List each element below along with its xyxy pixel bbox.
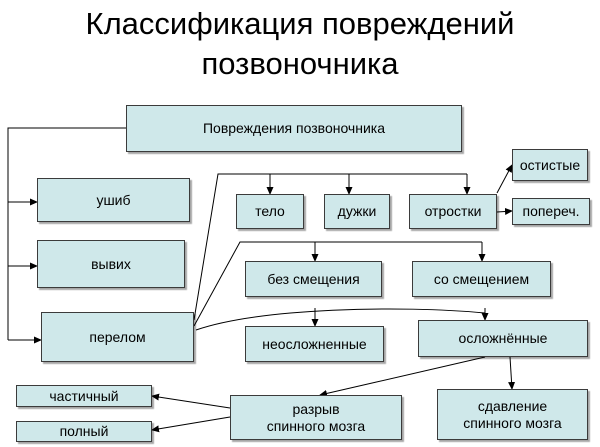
connector-to-complete xyxy=(151,416,231,433)
node-arches-label: дужки xyxy=(337,203,377,219)
title-line-1: Классификация повреждений xyxy=(85,6,515,41)
node-root-label: Повреждения позвоночника xyxy=(202,120,385,136)
connector-fracture-location xyxy=(193,173,467,321)
node-body: тело xyxy=(236,194,304,229)
node-uncomplicated: неосложненные xyxy=(245,326,384,362)
title-line-2: позвоночника xyxy=(201,46,399,81)
connector-fracture-complication xyxy=(195,308,486,331)
node-fracture: перелом xyxy=(41,312,194,362)
node-with-displacement-label: со смещением xyxy=(433,270,530,287)
node-rupture: разрыв спинного мозга xyxy=(230,395,402,440)
node-spinous-label: остистые xyxy=(519,156,581,173)
node-fracture-label: перелом xyxy=(89,328,146,345)
node-partial-label: частичный xyxy=(49,387,119,404)
node-rupture-label-line-1: разрыв xyxy=(292,400,340,417)
node-complicated-label: осложнённые xyxy=(458,330,548,346)
node-dislocation: вывих xyxy=(37,240,185,288)
node-compression-label-line-1: сдавление xyxy=(477,397,548,414)
connector-fracture-displacement xyxy=(193,241,482,327)
node-dislocation-label: вывих xyxy=(91,255,131,272)
node-spinous: остистые xyxy=(512,149,588,181)
node-complete-label: полный xyxy=(59,423,109,439)
node-body-label: тело xyxy=(255,203,285,219)
node-complicated: осложнённые xyxy=(418,320,588,357)
node-rupture-label-line-2: спинного мозга xyxy=(266,417,366,434)
connector-to-partial xyxy=(151,393,231,409)
node-processes: отростки xyxy=(409,194,497,229)
node-uncomplicated-label: неосложненные xyxy=(262,335,367,352)
node-contusion-label: ушиб xyxy=(96,191,131,208)
node-processes-label: отростки xyxy=(424,203,482,219)
node-contusion: ушиб xyxy=(37,178,190,222)
node-no-displacement: без смещения xyxy=(245,261,382,297)
node-complete: полный xyxy=(16,421,152,442)
connector-to-compression xyxy=(508,356,516,390)
node-no-displacement-label: без смещения xyxy=(267,270,360,287)
node-compression: сдавление спинного мозга xyxy=(437,389,588,440)
connector-to-spinous xyxy=(496,164,513,194)
node-partial: частичный xyxy=(16,385,152,407)
node-arches: дужки xyxy=(324,194,390,229)
node-transverse-label: попереч. xyxy=(522,203,580,219)
connector-to-rupture xyxy=(319,356,486,397)
node-with-displacement: со смещением xyxy=(412,261,551,297)
connector-to-transverse xyxy=(496,207,513,215)
node-transverse: попереч. xyxy=(512,198,590,225)
connector-root-trunk xyxy=(7,127,126,340)
page-title: Классификация повреждений позвоночника xyxy=(0,4,600,84)
node-root: Повреждения позвоночника xyxy=(126,105,462,152)
node-compression-label-line-2: спинного мозга xyxy=(463,414,562,431)
